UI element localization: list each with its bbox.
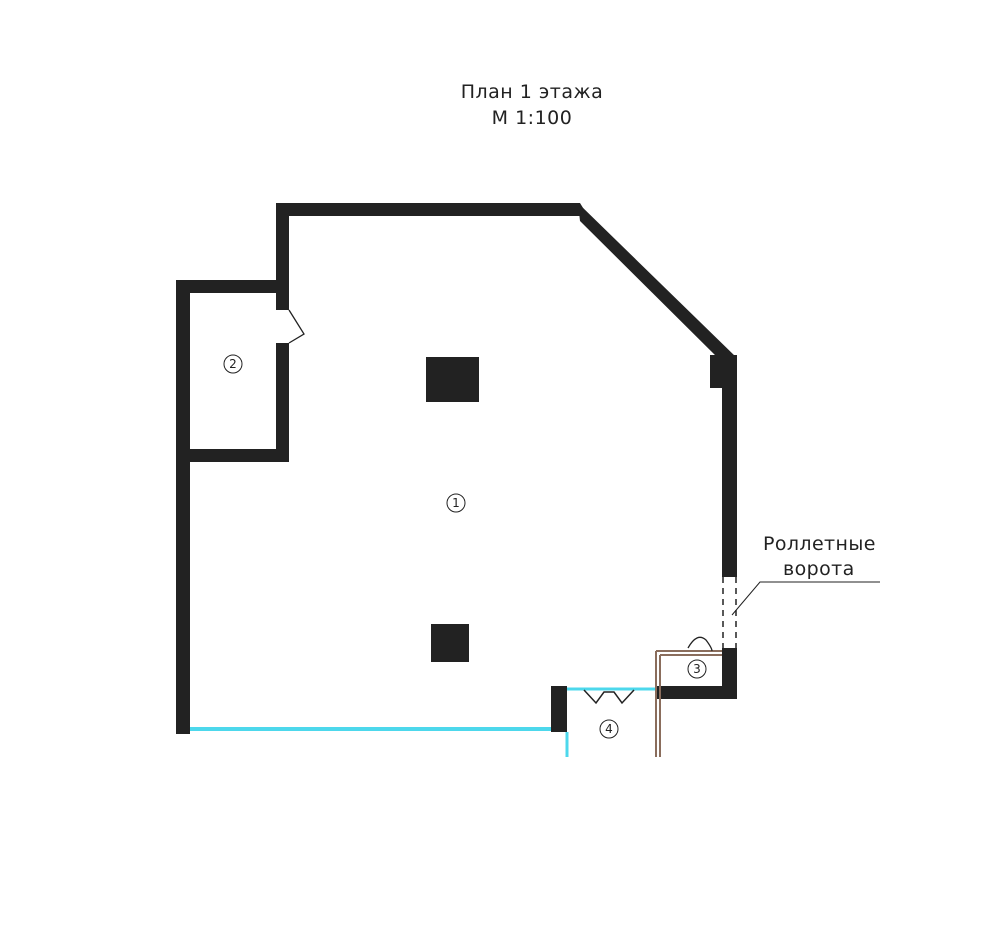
room-marker-3: 3 — [687, 659, 707, 679]
wall-top — [276, 203, 588, 216]
wall-annex-bottom — [176, 449, 289, 462]
room-number-3: 3 — [693, 662, 701, 676]
vestibule-frame — [655, 650, 722, 757]
wall-room3-bottom — [656, 686, 737, 699]
room-number-4: 4 — [605, 722, 613, 736]
door-room3-icon — [687, 636, 713, 652]
wall-annex-right — [276, 343, 289, 462]
gate-callout-line2: ворота — [783, 558, 855, 580]
plan-scale: М 1:100 — [492, 107, 573, 129]
wall-diagonal — [578, 203, 737, 372]
door-room4-icon — [583, 689, 635, 705]
room-marker-2: 2 — [223, 354, 243, 374]
plan-title: План 1 этажа — [461, 81, 604, 103]
gate-callout-leader — [731, 581, 880, 616]
windows — [190, 687, 656, 757]
wall-right — [722, 355, 737, 577]
wall-annex-top — [176, 280, 289, 293]
column-2 — [431, 624, 469, 662]
wall-left-lower — [176, 638, 190, 734]
door-room2-icon — [288, 309, 305, 344]
gate-callout-line1: Роллетные — [763, 533, 876, 555]
room-marker-1: 1 — [446, 493, 466, 513]
roller-gate — [722, 577, 737, 648]
column-1 — [426, 357, 479, 402]
wall-upper-left — [276, 203, 289, 310]
walls — [176, 203, 737, 734]
wall-entrance-pier — [551, 686, 567, 732]
room-number-2: 2 — [229, 357, 237, 371]
room-number-1: 1 — [452, 496, 460, 510]
room-marker-4: 4 — [599, 719, 619, 739]
